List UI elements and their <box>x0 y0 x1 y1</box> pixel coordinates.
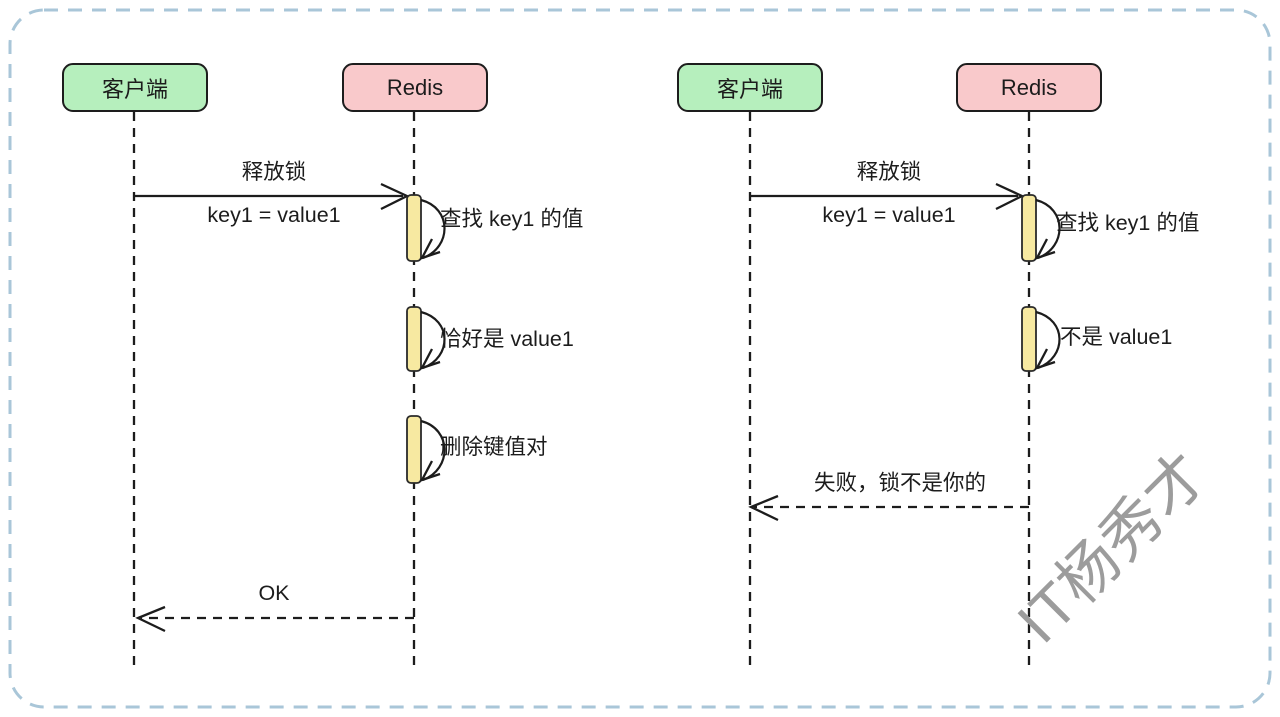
self-loop-arrowhead <box>419 460 441 482</box>
activation-bar <box>406 415 422 484</box>
actor-box-client-right: 客户端 <box>677 63 823 112</box>
request-arrowhead-left <box>380 182 410 211</box>
return-arrowhead-right <box>748 494 779 522</box>
request-subtitle-left: key1 = value1 <box>207 203 341 227</box>
self-loop-arrowhead <box>419 238 441 260</box>
self-message-label: 恰好是 value1 <box>440 327 574 351</box>
actor-box-client-left: 客户端 <box>62 63 208 112</box>
self-loop-arc <box>420 198 446 260</box>
self-loop-arrowhead <box>1034 348 1056 370</box>
self-loop-arc <box>1035 198 1061 260</box>
self-message-label: 不是 value1 <box>1060 325 1173 349</box>
actor-box-redis-right: Redis <box>956 63 1102 112</box>
actor-box-redis-left: Redis <box>342 63 488 112</box>
activation-bar <box>406 194 422 262</box>
request-title-right: 释放锁 <box>856 160 922 184</box>
self-loop-arc <box>1035 310 1061 370</box>
self-message-label: 查找 key1 的值 <box>1056 211 1200 235</box>
activation-bar <box>1021 306 1037 372</box>
self-message-label: 删除键值对 <box>440 435 548 459</box>
self-loop-arrowhead <box>1034 238 1056 260</box>
self-loop-arc <box>420 310 446 370</box>
return-arrowhead-left <box>135 605 166 633</box>
response-label-right: 失败，锁不是你的 <box>813 471 987 495</box>
self-loop-arc <box>420 419 446 482</box>
response-label-left: OK <box>258 581 290 605</box>
request-title-left: 释放锁 <box>241 160 307 184</box>
request-subtitle-right: key1 = value1 <box>822 203 956 227</box>
self-message-label: 查找 key1 的值 <box>440 207 584 231</box>
dashed-frame-border <box>8 8 1272 709</box>
self-loop-arrowhead <box>419 348 441 370</box>
activation-bar <box>1021 194 1037 262</box>
activation-bar <box>406 306 422 372</box>
request-arrowhead-right <box>995 182 1025 211</box>
